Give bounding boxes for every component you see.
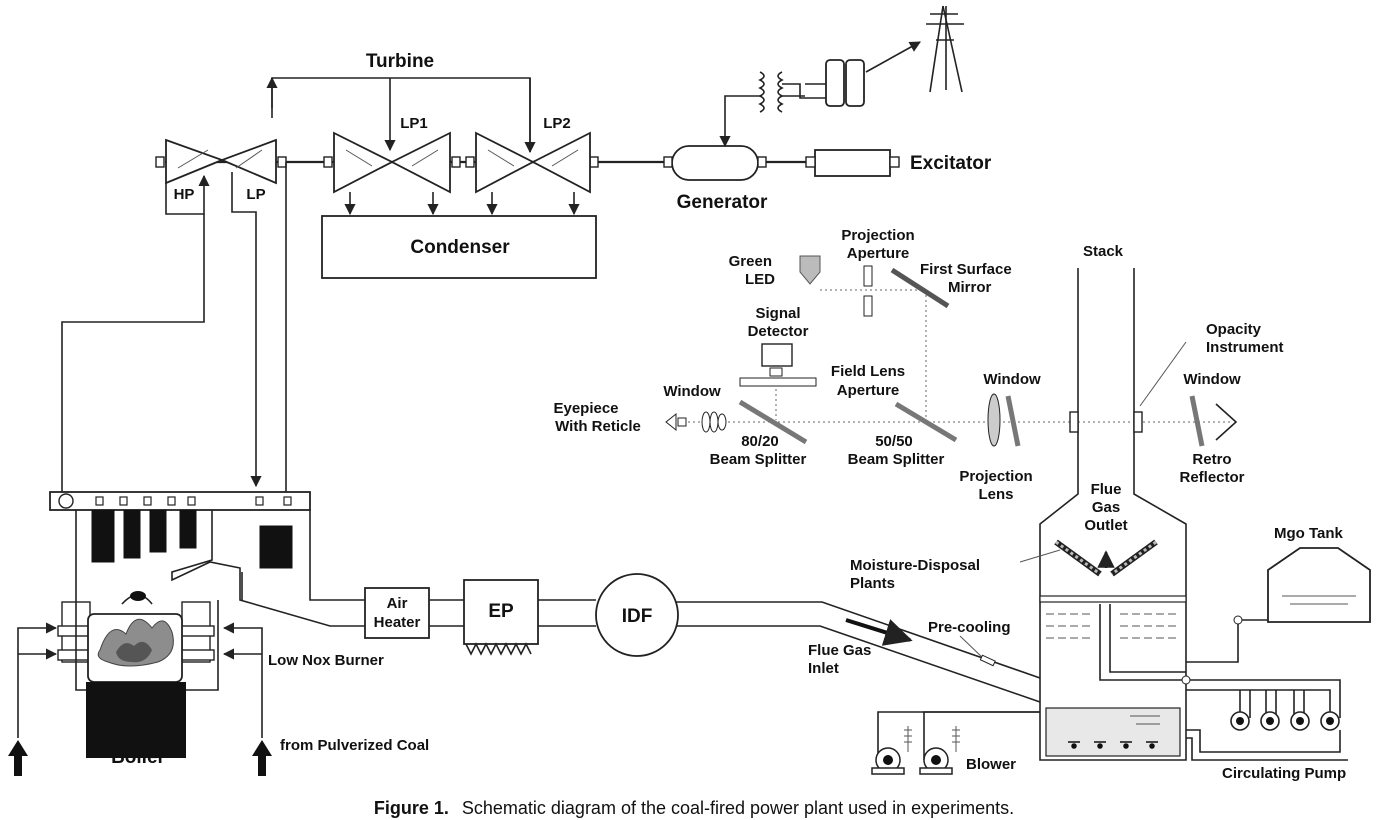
retro-reflector-label-2: Reflector xyxy=(1179,469,1244,486)
boiler-base xyxy=(86,682,186,758)
air-heater-label-1: Air xyxy=(387,595,408,612)
eyepiece-label-2: With Reticle xyxy=(555,418,641,435)
window-label-1: Window xyxy=(663,383,721,400)
flue-gas-inlet-label-1: Flue Gas xyxy=(808,642,871,659)
lp2-label: LP2 xyxy=(543,115,571,132)
boiler-label: Boiler xyxy=(111,747,165,768)
eyepiece-icon xyxy=(665,412,677,432)
battery-icon xyxy=(825,59,865,107)
figure-caption-text: Schematic diagram of the coal-fired powe… xyxy=(462,798,1014,818)
pulverized-coal-label: from Pulverized Coal xyxy=(280,737,429,754)
first-surface-mirror-label-1: First Surface xyxy=(920,261,1012,278)
condenser-box xyxy=(321,215,597,279)
air-heater-box xyxy=(364,587,430,639)
field-lens-label-1: Field Lens xyxy=(831,363,905,380)
transmission-tower-icon xyxy=(926,5,964,93)
moisture-disposal-label-1: Moisture-Disposal xyxy=(850,557,980,574)
circulating-pump-label: Circulating Pump xyxy=(1222,765,1346,782)
hp-lp-turbine xyxy=(165,138,277,185)
signal-detector-label-1: Signal xyxy=(755,305,800,322)
signal-detector-label-2: Detector xyxy=(748,323,809,340)
signal-detector-icon xyxy=(761,343,793,367)
moisture-disposal-label-2: Plants xyxy=(850,575,895,592)
lp2-turbine xyxy=(475,131,591,194)
flue-gas-outlet-label-2: Gas xyxy=(1092,499,1120,516)
beam-splitter-80-20 xyxy=(738,399,808,445)
condenser-label: Condenser xyxy=(410,237,510,258)
generator-label: Generator xyxy=(677,192,768,213)
coal-feed-arrows xyxy=(8,740,272,776)
beam-splitter-50-50 xyxy=(894,401,958,443)
turbine-section: Turbine HP LP LP1 LP2 Condenser Generato… xyxy=(155,5,992,279)
lp-label: LP xyxy=(246,186,265,203)
boiler-unit: Low Nox Burner Boiler from Pulverized Co… xyxy=(8,491,429,776)
green-led-label-1: Green xyxy=(729,253,772,270)
ep-label: EP xyxy=(488,601,514,622)
projection-lens-label-1: Projection xyxy=(959,468,1032,485)
window-label-3: Window xyxy=(1183,371,1241,388)
opacity-instrument-label-1: Opacity xyxy=(1206,321,1262,338)
idf-label: IDF xyxy=(622,606,653,627)
blowers: Blower xyxy=(871,711,1040,775)
mgo-tank: Mgo Tank xyxy=(1186,525,1371,663)
projection-lens-label-2: Lens xyxy=(978,486,1013,503)
low-nox-burner-label: Low Nox Burner xyxy=(268,652,384,669)
figure-caption-prefix: Figure 1. xyxy=(374,798,449,818)
generator-box xyxy=(671,145,759,181)
beam-splitter-50-50-label-1: 50/50 xyxy=(875,433,913,450)
flue-gas-train: Air Heater EP IDF Flue Gas Inlet Pre-coo… xyxy=(364,573,1041,703)
opacity-optics: Green LED Projection Aperture First Surf… xyxy=(553,227,1283,503)
beam-splitter-50-50-label-2: Beam Splitter xyxy=(848,451,945,468)
figure-caption: Figure 1. Schematic diagram of the coal-… xyxy=(374,798,1014,818)
beam-splitter-80-20-label-1: 80/20 xyxy=(741,433,779,450)
projection-aperture-label-1: Projection xyxy=(841,227,914,244)
steam-pipes xyxy=(61,162,287,496)
opacity-instrument-label-2: Instrument xyxy=(1206,339,1284,356)
green-led-label-2: LED xyxy=(745,271,775,288)
first-surface-mirror-label-2: Mirror xyxy=(948,279,992,296)
eyepiece-label-1: Eyepiece xyxy=(553,400,618,417)
mgo-tank-label: Mgo Tank xyxy=(1274,525,1344,542)
beam-splitter-80-20-label-2: Beam Splitter xyxy=(710,451,807,468)
blower-label: Blower xyxy=(966,756,1016,773)
idf-fan xyxy=(595,573,679,657)
projection-aperture-label-2: Aperture xyxy=(847,245,910,262)
boiler-drum xyxy=(49,491,311,511)
window-label-2: Window xyxy=(983,371,1041,388)
field-lens-label-2: Aperture xyxy=(837,382,900,399)
flue-gas-outlet-label-1: Flue xyxy=(1091,481,1122,498)
ep-box xyxy=(463,579,539,645)
circulating-pumps: Circulating Pump xyxy=(1181,675,1348,782)
stack-label: Stack xyxy=(1083,243,1124,260)
turbine-label: Turbine xyxy=(366,51,434,72)
lp1-label: LP1 xyxy=(400,115,428,132)
air-heater-label-2: Heater xyxy=(374,614,421,631)
excitator-label: Excitator xyxy=(910,153,992,174)
pre-cooling-label: Pre-cooling xyxy=(928,619,1011,636)
stack-and-scrubber: Stack Flue Gas Outlet Moisture-Disposal … xyxy=(850,243,1187,761)
projection-lens-icon xyxy=(987,393,1001,447)
excitator-box xyxy=(814,149,891,177)
green-led-icon xyxy=(799,255,821,285)
lp1-turbine xyxy=(333,131,451,194)
transformer-icon xyxy=(719,71,826,148)
first-surface-mirror-icon xyxy=(890,267,950,309)
hp-label: HP xyxy=(174,186,195,203)
retro-reflector-label-1: Retro xyxy=(1192,451,1231,468)
flue-gas-inlet-label-2: Inlet xyxy=(808,660,839,677)
retro-reflector-icon xyxy=(1215,403,1238,441)
flue-gas-outlet-label-3: Outlet xyxy=(1084,517,1127,534)
